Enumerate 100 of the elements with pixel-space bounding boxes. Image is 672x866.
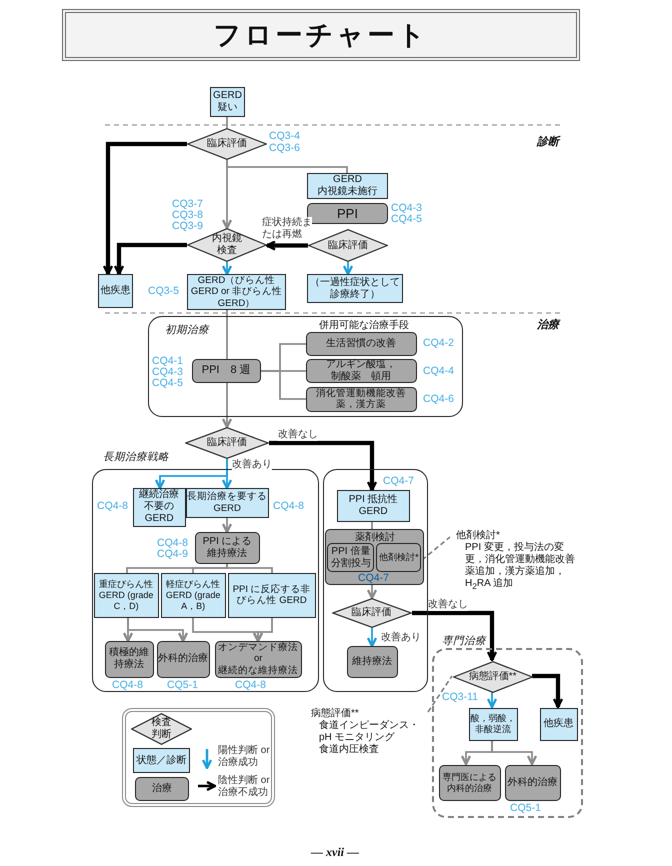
connector-line: [226, 117, 228, 128]
reference-label: CQ4-6: [423, 394, 454, 406]
status-box: GERD（びらん性 GERD or 非びらん性 GERD）: [187, 274, 286, 310]
reference-label: CQ4-5: [152, 378, 183, 390]
arrow: [366, 585, 378, 600]
reference-label: CQ3-11: [442, 692, 478, 704]
status-box: GERD 疑い: [210, 87, 245, 117]
group-heading: 長期治療戦略: [103, 451, 169, 464]
arrow: [252, 618, 273, 642]
legend-label: 陰性判断 or 治療不成功: [218, 775, 271, 799]
legend-label: 陽性判断 or 治療成功: [218, 745, 271, 769]
treatment-box: PPI 倍量分割投与: [327, 543, 374, 572]
treatment-box: PPI による維持療法: [194, 532, 260, 564]
treatment-box: 維持療法: [346, 646, 398, 678]
note-text: PPI 変更，投与法の変更，消化管運動機能改善薬追加，漢方薬追加，H$_{2}$RA 追加: [465, 542, 576, 591]
arrow: [222, 262, 232, 276]
group-heading: 初期治療: [165, 324, 209, 337]
note-title: 病態評価**: [311, 708, 359, 720]
arrow: [114, 242, 187, 276]
status-box: （一過性症状として診療終了）: [307, 274, 403, 303]
reference-label: CQ4-9: [157, 549, 188, 560]
reference-label: CQ4-4: [423, 366, 454, 378]
treatment-box: 生活習慣の改善: [306, 332, 417, 356]
legend-swatch: 状態／診断: [133, 748, 190, 773]
group-panel: [323, 469, 428, 692]
note-text: 食道インピーダンス・pH モニタリング: [319, 720, 420, 744]
status-box: GERD 内視鏡未施行: [307, 173, 388, 199]
status-box: PPI 抵抗性 GERD: [336, 490, 410, 522]
reference-label: CQ4-8: [97, 501, 128, 512]
arrow: [486, 692, 498, 708]
section-label: 診断: [537, 136, 559, 150]
arrow: [127, 618, 188, 642]
arrow: [222, 383, 232, 428]
treatment-box: 消化管運動機能改善薬，漢方薬: [306, 386, 417, 412]
decision-diamond: 臨床評価: [185, 427, 269, 459]
reference-label: CQ3-6: [269, 143, 300, 154]
reference-label: CQ3-7: [172, 199, 203, 210]
arrow: [102, 142, 187, 276]
status-box: 軽症びらん性 GERD (grade A，B): [160, 572, 226, 618]
reference-label: CQ5-1: [167, 680, 198, 692]
arrow: [266, 240, 308, 251]
treatment-box: 外科的治療: [156, 640, 210, 678]
reference-label: CQ4-2: [423, 338, 454, 350]
treatment-box: アルギン酸塩，制酸薬 頓用: [306, 358, 417, 383]
legend-diamond: 検査判断: [131, 713, 192, 745]
arrow: [222, 459, 232, 490]
reference-label: CQ4-5: [391, 214, 422, 226]
reference-label: CQ5-1: [510, 803, 541, 814]
connector-line: [261, 370, 306, 400]
status-box: 酸，弱酸，非酸逆流: [468, 708, 518, 741]
edge-label: 症状持続または再燃: [262, 217, 312, 241]
reference-label: CQ4-8: [235, 680, 266, 692]
status-box: 重症びらん性 GERD (grade C，D): [94, 572, 159, 618]
title-banner: フローチャート: [62, 9, 580, 61]
edge-label: 改善あり: [381, 632, 421, 644]
treatment-box: 専門医による内科的治療: [438, 764, 501, 801]
reference-label: CQ4-8: [273, 501, 304, 512]
arrow: [269, 440, 378, 492]
reference-label: CQ3-4: [269, 131, 300, 142]
reference-label: CQ4-8: [157, 538, 188, 550]
connector-line: [226, 160, 348, 173]
treatment-box: オンデマンド療法 or 継続的な維持療法: [214, 640, 302, 678]
treatment-panel: [324, 528, 424, 585]
arrow: [412, 610, 498, 662]
arrow: [366, 628, 378, 648]
leader-line: [427, 676, 453, 712]
decision-diamond: 臨床評価: [187, 128, 267, 160]
connector-line: [226, 564, 273, 573]
note-text: 食道内圧検査: [319, 744, 379, 756]
treatment-box: PPI 8 週: [192, 358, 261, 383]
reference-label: CQ4-8: [112, 680, 143, 692]
edge-label: 改善なし: [278, 429, 318, 441]
section-heading: 併用可能な治療手段: [319, 320, 409, 332]
decision-diamond: 臨床評価: [332, 598, 412, 628]
note-title: 他剤検討*: [456, 530, 500, 542]
reference-label: CQ4-3: [391, 203, 422, 214]
reference-label: CQ4-7: [358, 573, 389, 584]
arrow: [342, 262, 354, 276]
connector-line: [226, 310, 228, 359]
arrow: [491, 740, 538, 766]
reference-label: CQ3-5: [148, 286, 179, 298]
reference-label: CQ4-3: [152, 367, 183, 378]
legend-swatch: 治療: [135, 777, 189, 801]
status-box: 長期治療を要する GERD: [186, 488, 269, 518]
treatment-box: 他剤検討*: [376, 543, 422, 572]
section-label: 治療: [537, 319, 559, 332]
leader-line: [422, 536, 450, 561]
edge-label: 改善なし: [428, 599, 468, 611]
reference-label: CQ4-1: [152, 356, 183, 368]
status-box: 他疾患: [540, 708, 578, 741]
status-box: 他疾患: [98, 274, 133, 308]
connector-line: [192, 564, 228, 573]
reference-label: CQ3-8: [172, 210, 203, 222]
reference-label: CQ4-7: [383, 476, 414, 488]
decision-diamond: 病態評価**: [452, 660, 533, 693]
panel-heading: 薬剤検討: [354, 532, 396, 544]
connector-line: [371, 522, 373, 529]
arrow: [222, 518, 232, 534]
page-number: — xvii —: [311, 845, 359, 860]
group-panel: [148, 316, 463, 417]
